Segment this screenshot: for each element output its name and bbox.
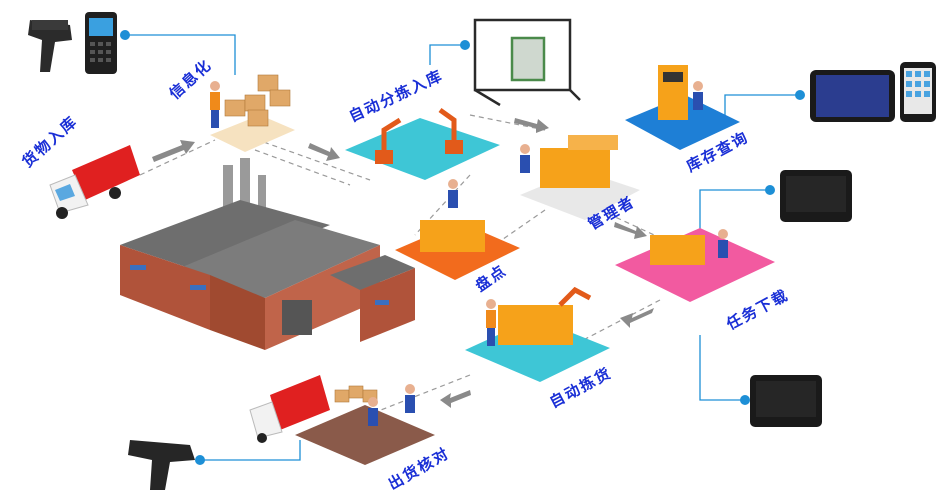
pda-icon — [85, 12, 117, 74]
truck-icon — [249, 375, 330, 443]
worker-icon — [448, 179, 458, 208]
handheld-scanner-icon — [28, 20, 72, 72]
truck-icon — [49, 145, 140, 219]
stage-label-auto-sort-inbound: 自动分拣入库 — [346, 66, 446, 125]
stage-label-task-download: 任务下载 — [723, 286, 792, 334]
flow-lines — [139, 114, 666, 431]
inventory-query-platform — [625, 65, 740, 150]
warehouse-icon — [120, 158, 415, 350]
auto-sort-platform — [345, 107, 500, 180]
device-connectors — [125, 34, 800, 461]
flow-arrows — [152, 118, 654, 408]
worker-icon — [368, 397, 378, 426]
task-download-platform — [615, 228, 775, 302]
informatization-station — [210, 74, 295, 152]
worker-icon — [718, 229, 728, 258]
robot-arm-icon — [558, 286, 592, 307]
robot-arm-icon — [375, 107, 463, 164]
worker-icon — [693, 81, 703, 110]
worker-icon — [405, 384, 415, 413]
worker-icon — [210, 81, 220, 128]
worker-icon — [520, 144, 530, 173]
terminal-icon — [750, 375, 822, 427]
tablet-icon — [810, 70, 895, 122]
outbound-check-platform — [249, 375, 435, 465]
manager-station — [520, 135, 640, 220]
auto-picking-platform — [465, 286, 610, 382]
wrapping-machine-icon — [473, 18, 581, 107]
worker-icon — [486, 299, 496, 346]
phone-icon — [900, 62, 936, 122]
terminal-icon — [780, 170, 852, 222]
stage-label-goods-inbound: 货物入库 — [19, 112, 82, 171]
pistol-scanner-icon — [128, 440, 195, 490]
stocktake-platform — [395, 179, 520, 280]
stage-label-informatization: 信息化 — [166, 55, 216, 103]
